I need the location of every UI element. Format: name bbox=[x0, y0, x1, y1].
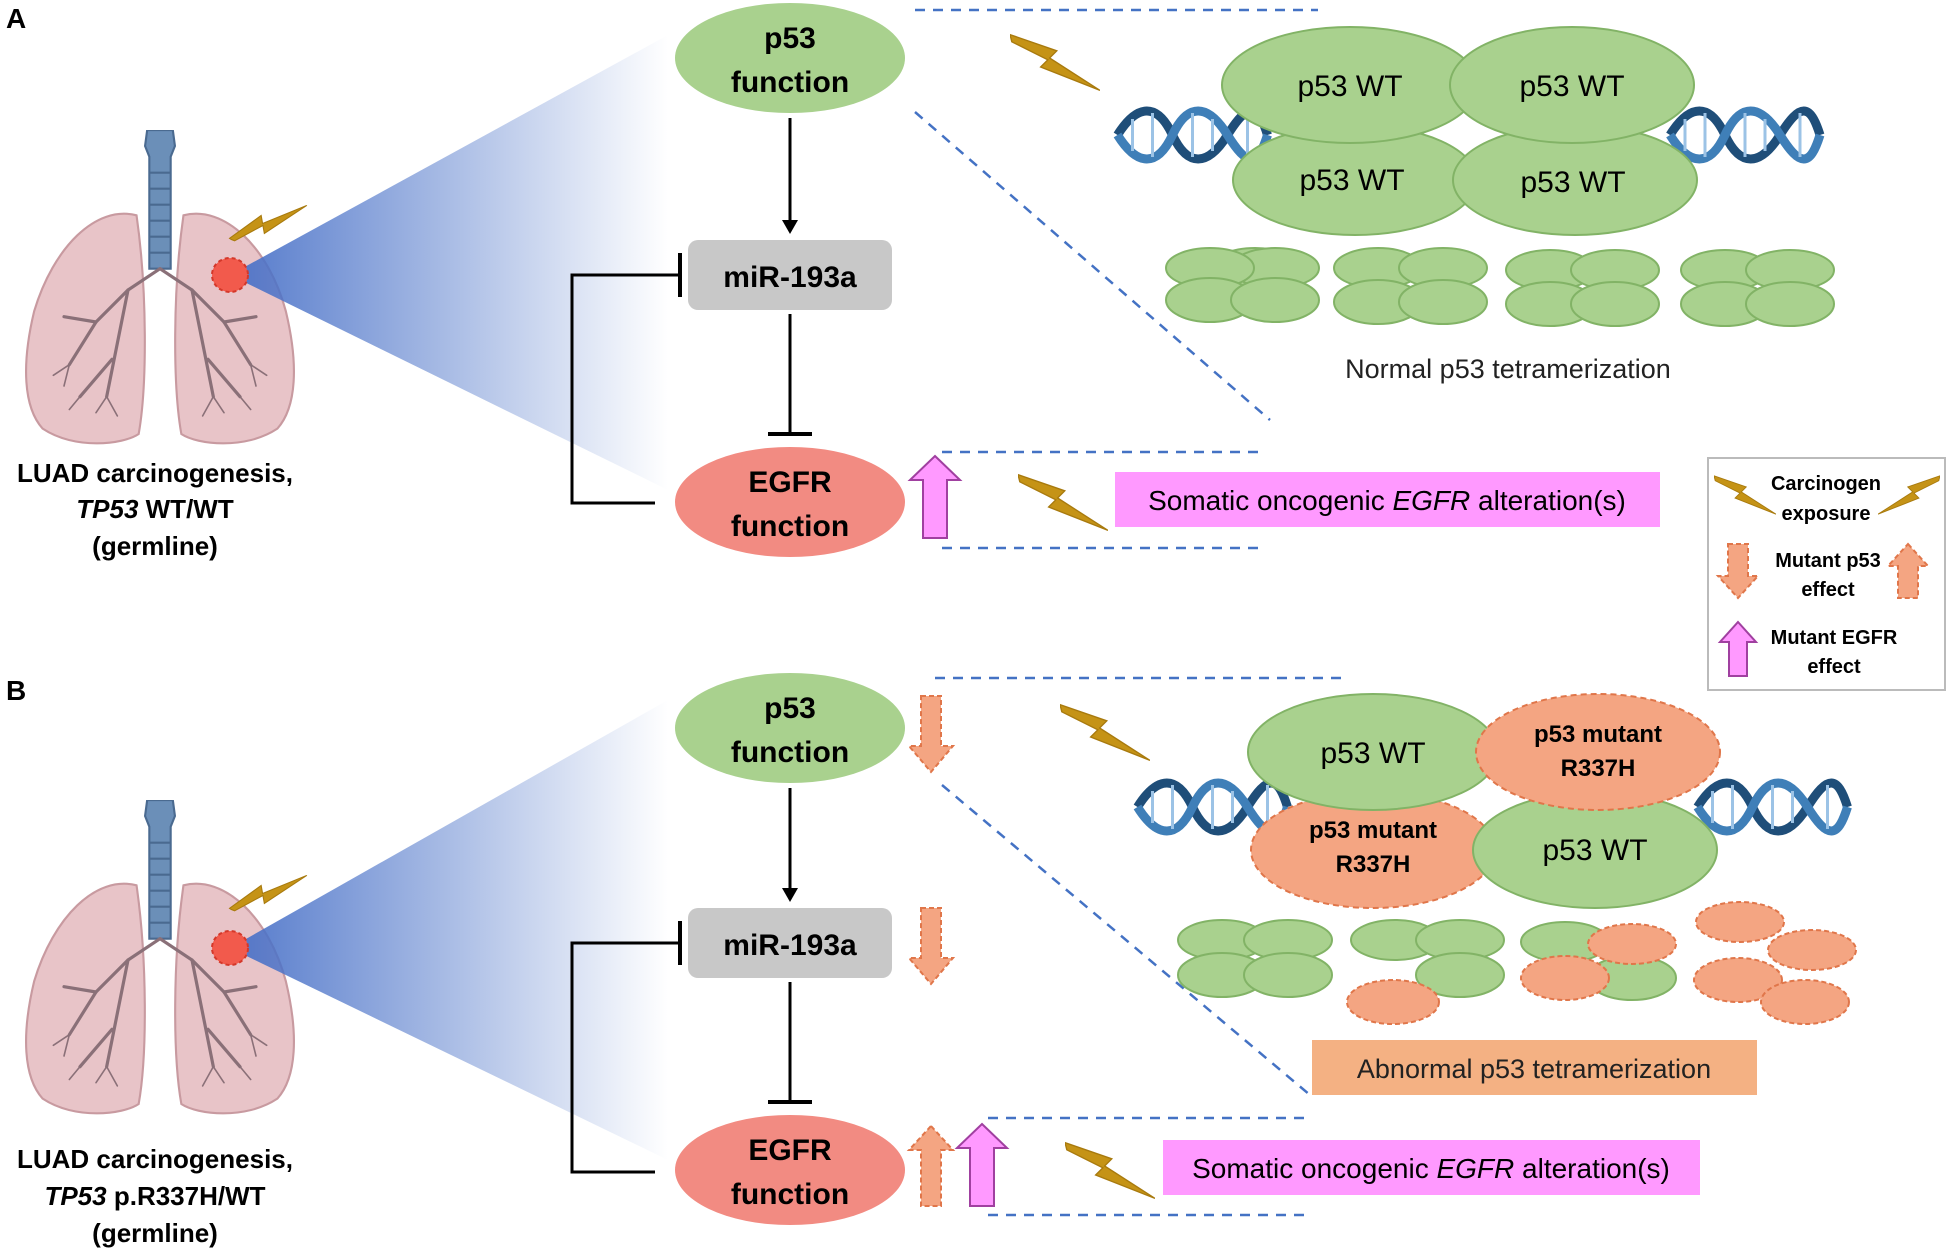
zoom-lines bbox=[935, 676, 1345, 1217]
p53-function-node bbox=[675, 3, 905, 113]
legend-mutant-p53: Mutant p53 bbox=[1775, 550, 1881, 572]
somatic-alteration-label: Somatic oncogenic EGFR alteration(s) bbox=[1192, 1153, 1670, 1184]
lung-caption: LUAD carcinogenesis, bbox=[17, 1144, 293, 1174]
egfr-node-label: EGFR bbox=[748, 1134, 832, 1167]
tetramer-caption: Normal p53 tetramerization bbox=[1345, 354, 1671, 384]
legend-mutant-egfr: Mutant EGFR bbox=[1771, 627, 1898, 649]
p53-node-label: p53 bbox=[764, 692, 816, 725]
legend-mutant-egfr-2: effect bbox=[1807, 656, 1861, 678]
carcinogen-bolt-icon bbox=[1065, 1141, 1155, 1200]
mir193a-node bbox=[688, 240, 892, 310]
mutant-egfr-up-arrow-icon bbox=[1717, 620, 1759, 677]
panel-a: A LUAD carcinogenesis, TP53 WT/WT (germl… bbox=[6, 3, 1835, 561]
lungs-icon bbox=[24, 130, 296, 446]
somatic-alteration-box bbox=[1163, 1140, 1700, 1195]
tetramer-label: p53 mutant bbox=[1534, 721, 1662, 748]
somatic-alteration-box bbox=[1115, 472, 1660, 527]
legend-carcinogen: Carcinogen bbox=[1771, 473, 1881, 495]
lung-caption-genotype: TP53 p.R337H/WT bbox=[44, 1181, 265, 1211]
tetramer-label: p53 WT bbox=[1519, 70, 1624, 103]
mutant-p53-up-arrow-icon bbox=[1885, 542, 1931, 599]
mutant-p53-up-arrow-icon bbox=[906, 1124, 956, 1207]
panel-a-letter: A bbox=[6, 3, 26, 34]
lung-caption-germline: (germline) bbox=[92, 1218, 218, 1248]
dna-helix-icon bbox=[1670, 111, 1820, 159]
mutant-p53-down-arrow-icon bbox=[906, 907, 956, 986]
tetramer-label: p53 WT bbox=[1520, 166, 1625, 199]
mutant-p53-down-arrow-icon bbox=[906, 695, 956, 774]
panel-b-letter: B bbox=[6, 675, 26, 706]
tetramer-label: p53 mutant bbox=[1309, 817, 1437, 844]
p53-node-label: p53 bbox=[764, 22, 816, 55]
zoom-cone bbox=[230, 700, 668, 1160]
tumor-spot bbox=[211, 257, 249, 293]
carcinogen-bolt-icon bbox=[1018, 473, 1108, 532]
dna-helix-icon bbox=[1698, 783, 1848, 831]
egfr-node-label-2: function bbox=[731, 1178, 849, 1211]
egfr-function-node bbox=[675, 1115, 905, 1225]
legend-carcinogen-2: exposure bbox=[1782, 503, 1871, 525]
p53-function-node bbox=[675, 673, 905, 783]
p53-node-label-2: function bbox=[731, 736, 849, 769]
tetramer-label: p53 WT bbox=[1320, 737, 1425, 770]
mutant-egfr-up-arrow-icon bbox=[907, 454, 963, 539]
mutant-egfr-up-arrow-icon bbox=[954, 1122, 1010, 1207]
carcinogen-bolt-icon bbox=[1060, 703, 1150, 762]
tetramer-label: p53 WT bbox=[1297, 70, 1402, 103]
tetramer-label: R337H bbox=[1336, 851, 1411, 878]
abnormal-caption-box bbox=[1312, 1040, 1757, 1095]
egfr-node-label-2: function bbox=[731, 510, 849, 543]
legend-mutant-p53-2: effect bbox=[1801, 579, 1855, 601]
feedback-inhibition bbox=[570, 273, 680, 505]
tetramer-label: p53 WT bbox=[1299, 164, 1404, 197]
tetramer-caption: Abnormal p53 tetramerization bbox=[1357, 1054, 1711, 1084]
mir193a-node bbox=[688, 908, 892, 978]
egfr-node-label: EGFR bbox=[748, 466, 832, 499]
lung-caption-germline: (germline) bbox=[92, 531, 218, 561]
mutant-p53-down-arrow-icon bbox=[1715, 543, 1761, 600]
tetramer-label: R337H bbox=[1561, 755, 1636, 782]
tetramer-clusters bbox=[1165, 247, 1835, 327]
mir193a-label: miR-193a bbox=[723, 929, 857, 962]
zoom-cone bbox=[230, 35, 668, 490]
legend: Carcinogen exposure Mutant p53 effect Mu… bbox=[1707, 457, 1946, 691]
lung-caption: LUAD carcinogenesis, bbox=[17, 458, 293, 488]
lung-caption-genotype: TP53 WT/WT bbox=[76, 494, 234, 524]
panel-b: B LUAD carcinogenesis, TP53 p.R337H/WT (… bbox=[6, 673, 1857, 1248]
p53-node-label-2: function bbox=[731, 66, 849, 99]
feedback-inhibition bbox=[570, 941, 680, 1174]
tetramer-clusters bbox=[1177, 901, 1857, 1025]
zoom-lines bbox=[914, 8, 1318, 550]
somatic-alteration-label: Somatic oncogenic EGFR alteration(s) bbox=[1148, 485, 1626, 516]
egfr-function-node bbox=[675, 447, 905, 557]
mir193a-label: miR-193a bbox=[723, 261, 857, 294]
tetramer-label: p53 WT bbox=[1542, 834, 1647, 867]
arrowhead bbox=[782, 888, 798, 902]
tetramer-subunit bbox=[1475, 693, 1721, 811]
arrowhead bbox=[782, 220, 798, 234]
tumor-spot bbox=[211, 930, 249, 966]
tetramer-subunit bbox=[1449, 26, 1695, 144]
carcinogen-bolt-icon bbox=[1010, 33, 1100, 92]
